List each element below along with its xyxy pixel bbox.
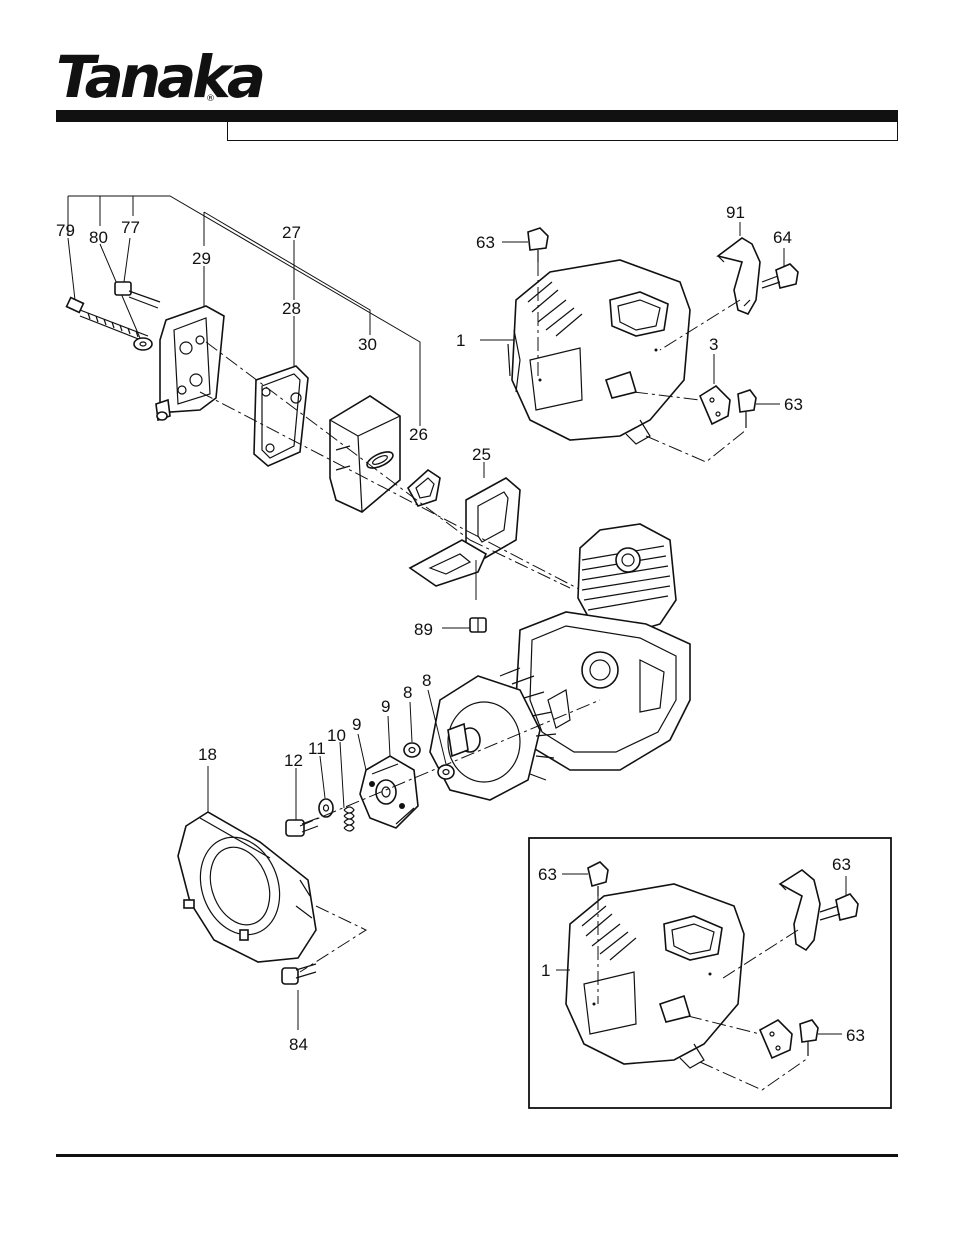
- callout-30: 30: [358, 335, 377, 354]
- engine-cylinder-crankcase: [516, 524, 690, 770]
- callout-26: 26: [409, 425, 428, 444]
- callout-91: 91: [726, 203, 745, 222]
- callout-18: 18: [198, 745, 217, 764]
- callout-9a: 9: [352, 715, 361, 734]
- callout-1-top: 1: [456, 331, 465, 350]
- callout-12: 12: [284, 751, 303, 770]
- callout-79: 79: [56, 221, 75, 240]
- washer-8a: [404, 743, 420, 757]
- callout-3: 3: [709, 335, 718, 354]
- callout-80: 80: [89, 228, 108, 247]
- muffler-30: [330, 396, 400, 512]
- callout-29: 29: [192, 249, 211, 268]
- bolt-12: [286, 768, 318, 836]
- footer-rule: [56, 1154, 898, 1157]
- callout-63-inset-lower: 63: [846, 1026, 865, 1045]
- callout-25: 25: [472, 445, 491, 464]
- callout-89: 89: [414, 620, 433, 639]
- muffler-cover-29: [156, 306, 224, 420]
- callout-77: 77: [121, 218, 140, 237]
- callout-8a: 8: [403, 683, 412, 702]
- callout-63-inset-top: 63: [538, 865, 557, 884]
- washer-80: [134, 338, 152, 350]
- bolt-89: [442, 618, 486, 632]
- clutch-housing-18: [178, 766, 316, 962]
- bolt-64: [762, 248, 798, 288]
- gasket-28: [254, 366, 308, 466]
- callout-1-inset: 1: [541, 961, 550, 980]
- spring-10: [340, 742, 354, 831]
- callout-63-inset-right: 63: [832, 855, 851, 874]
- callout-64: 64: [773, 228, 792, 247]
- callout-63-top: 63: [476, 233, 495, 252]
- callout-11: 11: [308, 739, 326, 758]
- washer-11: [319, 799, 333, 817]
- callout-10: 10: [327, 726, 346, 745]
- callout-9b: 9: [381, 697, 390, 716]
- callout-8b: 8: [422, 671, 431, 690]
- clutch-shoe-9: [360, 756, 418, 828]
- bolt-77: [115, 282, 160, 308]
- engine-cover-1: [480, 260, 690, 444]
- bolt-79: [67, 298, 148, 342]
- inset-engine-cover-1: [556, 884, 744, 1068]
- gasket-26: [408, 470, 440, 506]
- callout-63-right: 63: [784, 395, 803, 414]
- callout-84: 84: [289, 1035, 308, 1054]
- inset-bolt-63-right-top: [820, 876, 858, 920]
- callout-27: 27: [282, 223, 301, 242]
- callout-28: 28: [282, 299, 301, 318]
